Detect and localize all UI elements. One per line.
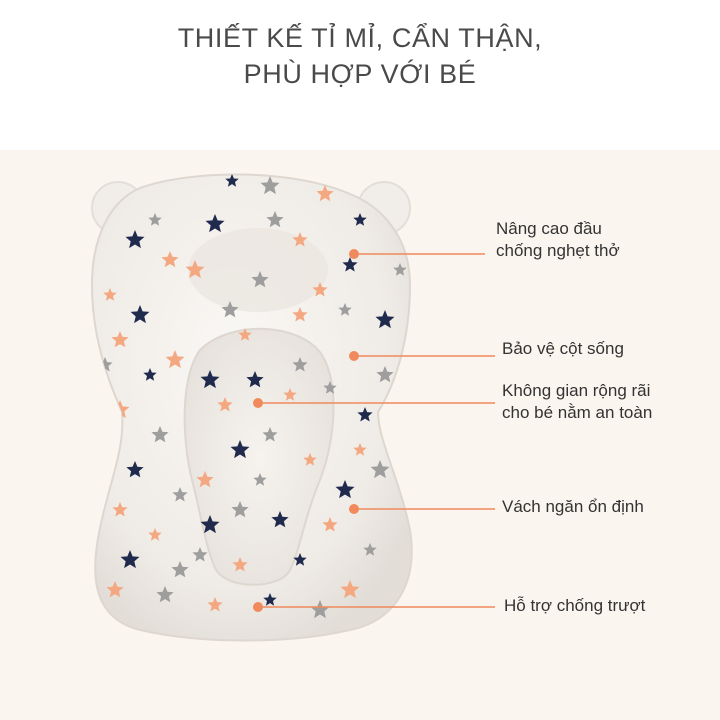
star-shape xyxy=(251,271,269,288)
star-shape xyxy=(165,350,185,369)
star-shape xyxy=(375,310,395,329)
star-shape xyxy=(310,600,330,619)
bath-cushion-illustration xyxy=(90,173,495,642)
callout-dot xyxy=(349,351,359,361)
title-line-1: THIẾT KẾ TỈ MỈ, CẨN THẬN, xyxy=(177,23,543,53)
star-shape xyxy=(338,303,352,316)
star-shape xyxy=(370,460,390,479)
star-shape xyxy=(292,307,308,322)
star-shape xyxy=(292,357,308,372)
star-shape xyxy=(353,213,367,226)
star-shape xyxy=(196,471,214,488)
star-shape xyxy=(231,501,249,518)
star-shape xyxy=(335,480,355,499)
star-shape xyxy=(347,176,363,191)
star-shape xyxy=(205,214,225,233)
star-shape xyxy=(148,528,162,541)
star-shape xyxy=(143,368,157,381)
callout-text: Nâng cao đầu xyxy=(496,219,602,238)
callout-text: Không gian rộng rãi xyxy=(502,381,651,400)
callout-text: Vách ngăn ổn định xyxy=(502,497,644,516)
star-shape xyxy=(357,407,373,422)
star-shape xyxy=(230,440,250,459)
star-shape xyxy=(112,502,128,517)
star-shape xyxy=(217,397,233,412)
title-line-2: PHÙ HỢP VỚI BÉ xyxy=(243,59,477,89)
callout-text: chống nghẹt thở xyxy=(496,241,620,260)
star-shape xyxy=(207,597,223,612)
star-shape xyxy=(161,251,179,268)
star-shape xyxy=(340,580,360,599)
star-shape xyxy=(238,328,252,341)
page-title: THIẾT KẾ TỈ MỈ, CẨN THẬN, PHÙ HỢP VỚI BÉ xyxy=(0,20,720,92)
star-shape xyxy=(376,366,394,383)
star-shape xyxy=(130,305,150,324)
star-shape xyxy=(192,547,208,562)
star-shape xyxy=(156,586,174,603)
star-shape xyxy=(292,232,308,247)
star-shape xyxy=(393,263,407,276)
star-shape xyxy=(200,370,220,389)
star-shape xyxy=(322,517,338,532)
star-shape xyxy=(185,260,205,279)
star-shape xyxy=(106,581,124,598)
callout-spine-protection: Bảo vệ cột sống xyxy=(502,338,624,360)
star-shape xyxy=(232,557,248,572)
callout-leaders xyxy=(253,249,495,612)
star-shape xyxy=(293,553,307,566)
callout-stable-partition: Vách ngăn ổn định xyxy=(502,496,644,518)
callout-text: Bảo vệ cột sống xyxy=(502,339,624,358)
callout-head-support: Nâng cao đầu chống nghẹt thở xyxy=(496,218,620,262)
callout-anti-slip: Hỗ trợ chống trượt xyxy=(504,595,645,617)
star-shape xyxy=(246,371,264,388)
star-shape xyxy=(148,213,162,226)
star-shape xyxy=(225,174,239,187)
star-shape xyxy=(125,230,145,249)
star-shape xyxy=(262,427,278,442)
callout-dot xyxy=(253,602,263,612)
star-shape xyxy=(111,331,129,348)
star-shape xyxy=(353,443,367,456)
star-pattern xyxy=(97,174,407,619)
star-shape xyxy=(126,461,144,478)
star-shape xyxy=(303,453,317,466)
head-rest xyxy=(188,228,328,312)
callout-text: cho bé nằm an toàn xyxy=(502,403,653,422)
star-shape xyxy=(316,185,334,202)
callout-text: Hỗ trợ chống trượt xyxy=(504,596,646,615)
star-shape xyxy=(151,426,169,443)
star-shape xyxy=(253,473,267,486)
callout-dot xyxy=(253,398,263,408)
star-shape xyxy=(172,487,188,502)
star-shape xyxy=(283,388,297,401)
star-shape xyxy=(363,543,377,556)
star-shape xyxy=(263,593,277,606)
star-shape xyxy=(221,301,239,318)
star-shape xyxy=(266,211,284,228)
callout-dot xyxy=(349,504,359,514)
star-shape xyxy=(342,257,358,272)
star-shape xyxy=(120,550,140,569)
star-shape xyxy=(171,561,189,578)
star-shape xyxy=(200,515,220,534)
star-shape xyxy=(271,511,289,528)
star-shape xyxy=(260,176,280,195)
callout-dot xyxy=(349,249,359,259)
star-shape xyxy=(323,381,337,394)
star-shape xyxy=(103,288,117,301)
star-shape xyxy=(312,282,328,297)
callout-spacious: Không gian rộng rãi cho bé nằm an toàn xyxy=(502,380,652,424)
